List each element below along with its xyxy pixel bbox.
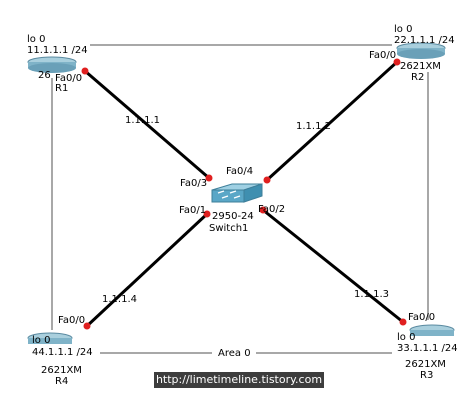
link-r2-switch bbox=[265, 60, 399, 182]
r4-loopback-label: lo 0 bbox=[32, 335, 51, 346]
r3-loopback-ip: 33.1.1.1 /24 bbox=[397, 343, 458, 354]
switch-name: Switch1 bbox=[209, 223, 249, 234]
port-dot-r4 bbox=[83, 322, 91, 330]
switch-port-r2: Fa0/4 bbox=[226, 166, 254, 177]
r4-port: Fa0/0 bbox=[58, 315, 86, 326]
port-dot-sw-fa04 bbox=[263, 176, 271, 184]
port-dot-r2 bbox=[393, 58, 401, 66]
port-dot-sw-fa01 bbox=[203, 210, 211, 218]
switch-model: 2950-24 bbox=[212, 211, 254, 222]
r3-name: R3 bbox=[420, 370, 434, 381]
link-label-r4: 1.1.1.4 bbox=[102, 294, 137, 305]
r2-port: Fa0/0 bbox=[369, 50, 397, 61]
r1-loopback-label: lo 0 bbox=[27, 34, 46, 45]
port-dot-sw-fa02 bbox=[259, 206, 267, 214]
link-label-r3: 1.1.1.3 bbox=[354, 289, 389, 300]
port-dots bbox=[81, 58, 407, 330]
port-dot-r1 bbox=[81, 67, 89, 75]
link-r1-switch bbox=[84, 69, 210, 180]
r1-name: R1 bbox=[55, 83, 69, 94]
port-dot-sw-fa03 bbox=[205, 174, 213, 182]
router-r3-icon bbox=[409, 324, 455, 336]
router-r2-icon bbox=[396, 42, 446, 59]
link-label-r1: 1.1.1.1 bbox=[125, 115, 160, 126]
link-label-r2: 1.1.1.2 bbox=[296, 121, 331, 132]
area-0-boundary bbox=[51, 44, 429, 354]
link-r4-switch bbox=[85, 212, 209, 328]
r3-port: Fa0/0 bbox=[408, 312, 436, 323]
area-label: Area 0 bbox=[218, 348, 251, 359]
r2-loopback-label: lo 0 bbox=[394, 24, 413, 35]
r3-model: 2621XM bbox=[405, 359, 446, 370]
r4-loopback-ip: 44.1.1.1 /24 bbox=[32, 347, 93, 358]
switch-port-r4: Fa0/1 bbox=[179, 205, 207, 216]
r1-port: Fa0/0 bbox=[55, 73, 83, 84]
link-r3-switch bbox=[262, 208, 404, 324]
router-r1-icon bbox=[27, 56, 77, 73]
switch-port-r1: Fa0/3 bbox=[180, 178, 208, 189]
switch-icon bbox=[211, 183, 263, 203]
switch-port-r3: Fa0/2 bbox=[258, 204, 286, 215]
r1-loopback-ip: 11.1.1.1 /24 bbox=[27, 45, 88, 56]
r4-model: 2621XM bbox=[41, 365, 82, 376]
r2-model: 2621XM bbox=[400, 61, 441, 72]
r1-model: 26 bbox=[38, 70, 51, 81]
links bbox=[84, 60, 404, 328]
port-dot-r3 bbox=[399, 318, 407, 326]
r2-name: R2 bbox=[411, 72, 425, 83]
router-r4-icon bbox=[27, 332, 73, 344]
r4-name: R4 bbox=[55, 376, 69, 387]
watermark-banner: http://limetimeline.tistory.com bbox=[154, 372, 324, 388]
r3-loopback-label: lo 0 bbox=[397, 332, 416, 343]
r2-loopback-ip: 22.1.1.1 /24 bbox=[394, 35, 455, 46]
